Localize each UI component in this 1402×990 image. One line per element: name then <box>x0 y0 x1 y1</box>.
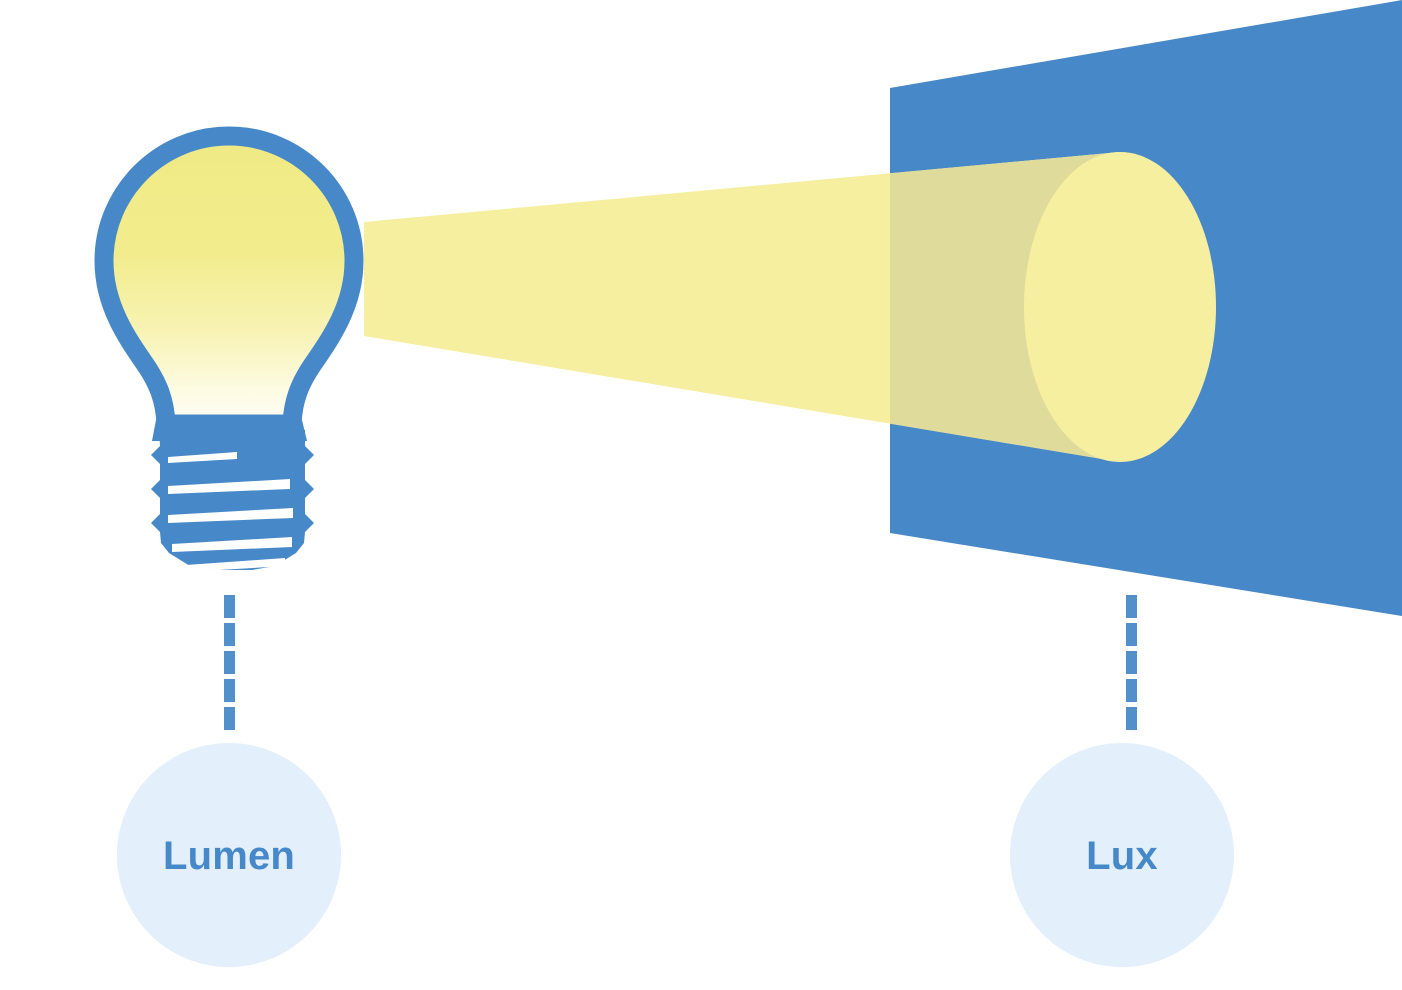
lumen-label: Lumen <box>163 834 295 878</box>
light-spot-ellipse <box>1024 152 1216 462</box>
lux-connector-dashes <box>1126 595 1137 730</box>
lumen-callout-circle[interactable] <box>117 743 341 967</box>
lumen-connector-dashes <box>224 595 235 730</box>
lux-label: Lux <box>1086 834 1158 878</box>
bulb-screw-base <box>151 430 314 570</box>
callout-lumen[interactable]: Lumen <box>117 595 341 967</box>
lux-callout-circle[interactable] <box>1010 743 1234 967</box>
bulb-glass <box>94 126 364 434</box>
screw-thread-stripes <box>168 452 293 570</box>
callout-lux[interactable]: Lux <box>1010 595 1234 967</box>
light-beam-on-wall <box>890 152 1120 462</box>
